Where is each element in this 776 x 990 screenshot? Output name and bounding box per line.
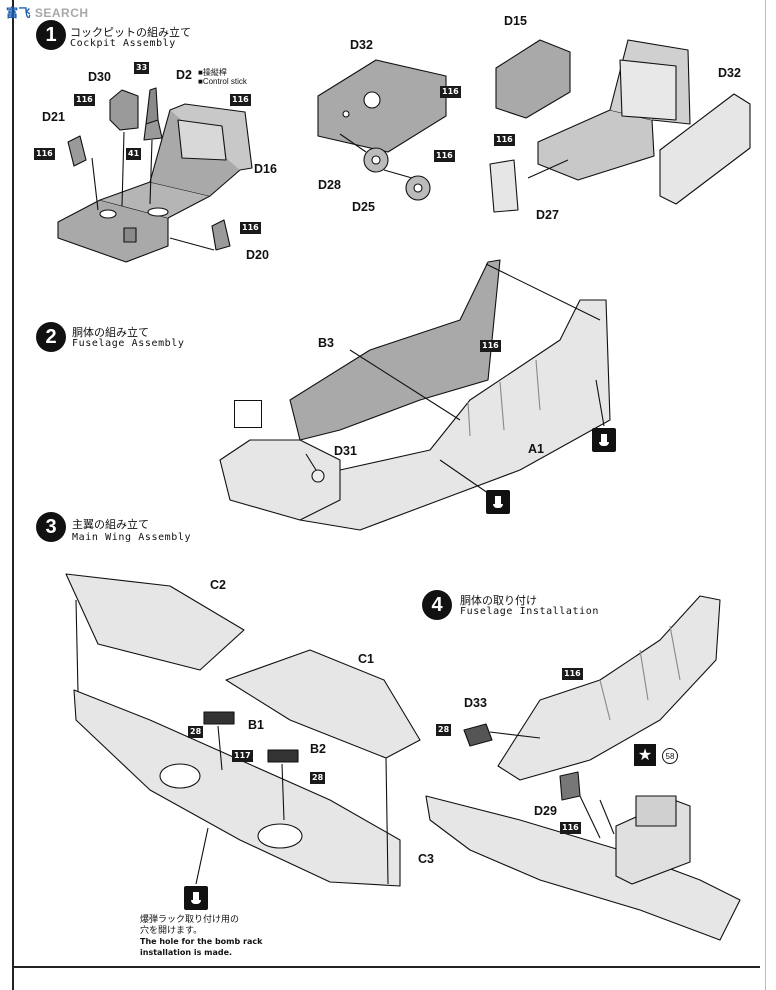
cement-icon [234, 400, 262, 428]
watermark-cn: 富飞 [6, 6, 32, 20]
cockpit-tub [537, 39, 691, 181]
bomb-rack-note: 爆弾ラック取り付け用の 穴を開けます。 The hole for the bom… [140, 914, 262, 958]
label-d27: D27 [536, 208, 559, 222]
cockpit-floor-illustration [57, 103, 253, 263]
badge-116-f: 116 [434, 150, 455, 162]
control-stick-en: ■Control stick [198, 77, 247, 86]
step-4-number: 4 [422, 590, 452, 620]
label-b2: B2 [310, 742, 326, 756]
paint-icon [486, 490, 510, 514]
panel-d15 [495, 39, 571, 119]
badge-116-s4a: 116 [562, 668, 583, 680]
label-d32-b: D32 [718, 66, 741, 80]
label-c1: C1 [358, 652, 374, 666]
seat-part-d30 [109, 89, 139, 131]
right-rule [765, 0, 766, 990]
bottom-rule [12, 966, 760, 968]
label-b1: B1 [248, 718, 264, 732]
label-c3: C3 [418, 852, 434, 866]
label-b3: B3 [318, 336, 334, 350]
label-d32-a: D32 [350, 38, 373, 52]
left-rule [12, 0, 14, 990]
label-c2: C2 [210, 578, 226, 592]
label-a1: A1 [528, 442, 544, 456]
step-1-title-jp: コックピットの組み立て [70, 27, 191, 39]
label-d20: D20 [246, 248, 269, 262]
label-d16: D16 [254, 162, 277, 176]
wing-top-c2 [65, 573, 245, 671]
badge-41: 41 [126, 148, 142, 160]
step-2-title-jp: 胴体の組み立て [72, 327, 149, 339]
badge-116-g: 116 [494, 134, 515, 146]
label-d33: D33 [464, 696, 487, 710]
fuselage-half-a1 [299, 299, 611, 531]
badge-33: 33 [134, 62, 150, 74]
badge-116-d: 116 [240, 222, 261, 234]
badge-116-c: 116 [34, 148, 55, 160]
wheel-d28 [363, 147, 389, 173]
label-d2: D2 [176, 68, 192, 82]
part-d33 [463, 723, 493, 747]
badge-28-b: 28 [310, 772, 326, 784]
watermark-en: SEARCH [34, 6, 89, 20]
insert-b1 [203, 711, 235, 725]
part-d31-circle [311, 469, 325, 483]
badge-116-e: 116 [440, 86, 461, 98]
drill-hole-icon [592, 428, 616, 452]
part-d29 [559, 771, 581, 801]
label-d31: D31 [334, 444, 357, 458]
step-1-number: 1 [36, 20, 66, 50]
wing-assembled [425, 795, 741, 941]
insert-b2 [267, 749, 299, 763]
step-4-title-jp: 胴体の取り付け [460, 595, 537, 607]
step-2-number: 2 [36, 322, 66, 352]
badge-28-a: 28 [188, 726, 204, 738]
pedal-d21 [67, 135, 87, 167]
badge-116-s2: 116 [480, 340, 501, 352]
watermark: 富飞 SEARCH [6, 4, 89, 21]
cockpit-subassembly [615, 795, 691, 885]
step-4-title-en: Fuselage Installation [460, 606, 600, 617]
label-d28: D28 [318, 178, 341, 192]
decal-number: 58 [662, 748, 678, 764]
pedal-d20 [211, 219, 231, 251]
step-3-title-jp: 主翼の組み立て [72, 519, 149, 531]
bomb-note-en-1: The hole for the bomb rack [140, 937, 263, 946]
badge-116-s4b: 116 [560, 822, 581, 834]
step-3-title-en: Main Wing Assembly [72, 532, 192, 543]
drill-hole-icon-bomb [184, 886, 208, 910]
badge-117: 117 [232, 750, 253, 762]
badge-116-a: 116 [74, 94, 95, 106]
fuselage-assembled [497, 595, 721, 781]
wing-lower-c3 [73, 689, 401, 887]
badge-116-b: 116 [230, 94, 251, 106]
step-3-number: 3 [36, 512, 66, 542]
label-d25: D25 [352, 200, 375, 214]
fuselage-half-b3 [289, 259, 501, 441]
label-d15: D15 [504, 14, 527, 28]
wing-top-c1 [225, 649, 421, 759]
bomb-note-jp-2: 穴を開けます。 [140, 925, 203, 935]
label-d30: D30 [88, 70, 111, 84]
step-1-title-en: Cockpit Assembly [70, 38, 176, 49]
wheel-d25 [405, 175, 431, 201]
bomb-note-en-2: installation is made. [140, 948, 233, 957]
control-stick-jp: ■操縦桿 [198, 68, 227, 77]
side-panel-d32a [317, 59, 447, 153]
step-2-title-en: Fuselage Assembly [72, 338, 185, 349]
label-d29: D29 [534, 804, 557, 818]
part-d27 [489, 159, 519, 213]
control-stick-d2 [143, 87, 163, 141]
label-d21: D21 [42, 110, 65, 124]
bomb-note-jp-1: 爆弾ラック取り付け用の [140, 914, 240, 924]
badge-28-s4: 28 [436, 724, 452, 736]
star-decal-icon: ★ [634, 744, 656, 766]
panel-d32b [659, 93, 751, 205]
